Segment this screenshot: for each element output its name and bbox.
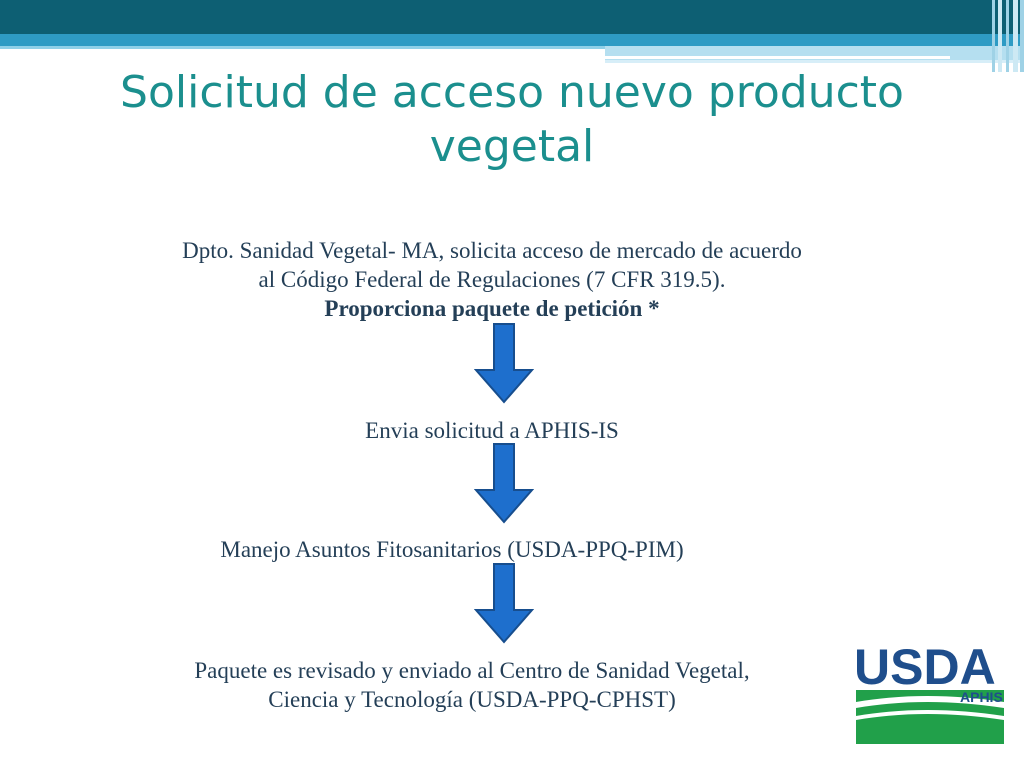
logo-aphis-text: APHIS: [960, 689, 1003, 705]
flow-arrow-down-icon: [474, 443, 534, 524]
slide-title: Solicitud de acceso nuevo producto veget…: [120, 67, 904, 172]
header-band: [0, 0, 1024, 72]
usda-aphis-logo: USDA APHIS: [854, 640, 1004, 744]
step-aphis: Envia solicitud a APHIS-IS: [365, 418, 619, 443]
step-cphst: Paquete es revisado y enviado al Centro …: [40, 656, 904, 714]
step-cphst-line-2: Ciencia y Tecnología (USDA-PPQ-CPHST): [268, 687, 676, 712]
step-pim: Manejo Asuntos Fitosanitarios (USDA-PPQ-…: [220, 537, 684, 562]
step-request-bold-line: Proporciona paquete de petición *: [324, 296, 660, 321]
step-request-line-1: Dpto. Sanidad Vegetal- MA, solicita acce…: [182, 238, 802, 263]
logo-usda-text: USDA: [854, 640, 996, 695]
flow-arrow-down-icon: [474, 563, 534, 644]
step-request: Dpto. Sanidad Vegetal- MA, solicita acce…: [60, 236, 924, 323]
step-request-line-2: al Código Federal de Regulaciones (7 CFR…: [258, 267, 726, 292]
flow-arrow-down-icon: [474, 323, 534, 404]
step-cphst-line-1: Paquete es revisado y enviado al Centro …: [194, 658, 750, 683]
